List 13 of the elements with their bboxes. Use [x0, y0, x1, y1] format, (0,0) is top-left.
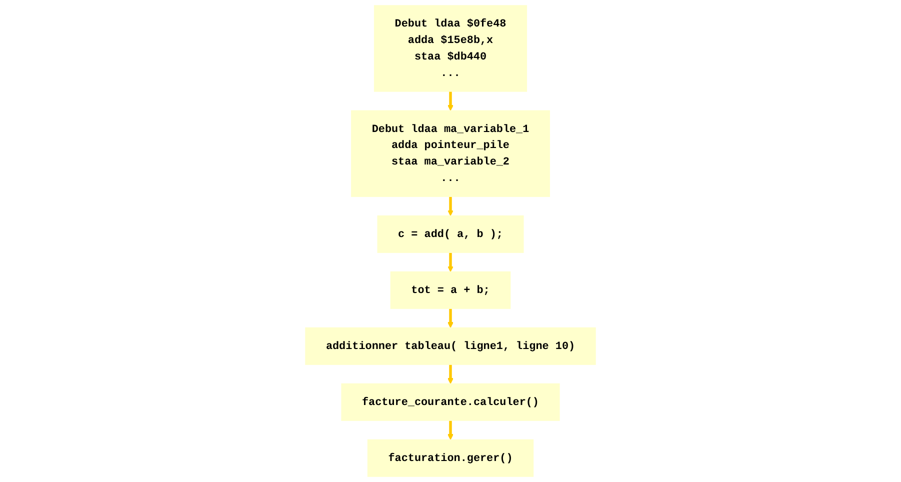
node-box: c = add( a, b ); — [377, 215, 524, 253]
arrow — [448, 420, 454, 440]
node-box: Debut ldaa $0fe48 adda $15e8b,x staa $db440 ... — [374, 5, 528, 92]
node-box: tot = a + b; — [390, 271, 511, 309]
arrow — [448, 196, 454, 216]
arrow — [448, 252, 454, 272]
node-box: additionner tableau( ligne1, ligne 10) — [305, 327, 596, 365]
arrow — [448, 364, 454, 384]
node-box: facturation.gerer() — [367, 439, 534, 477]
node-box: Debut ldaa ma_variable_1 adda pointeur_pile staa ma_variable_2 ... — [351, 110, 550, 197]
arrow — [448, 91, 454, 111]
node-box: facture_courante.calculer() — [341, 383, 560, 421]
arrow — [448, 308, 454, 328]
